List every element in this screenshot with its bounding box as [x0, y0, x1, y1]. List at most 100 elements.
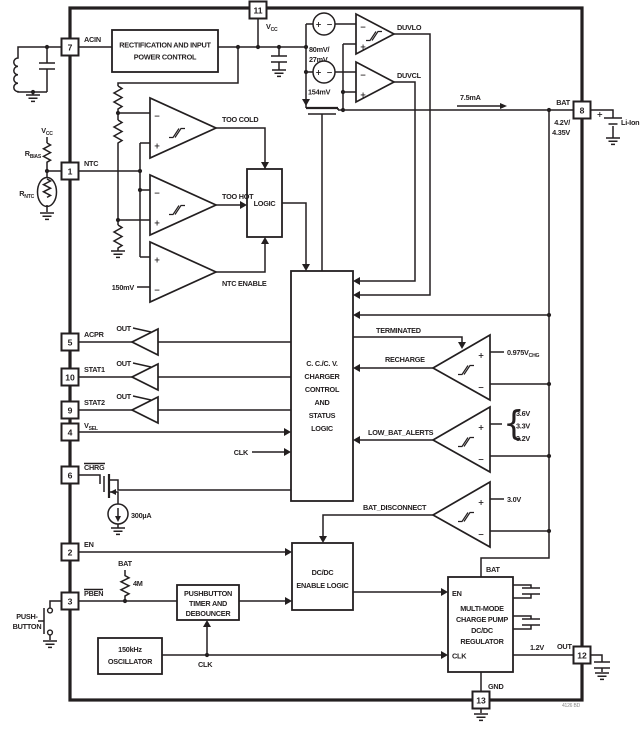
block-dcdc-line2: ENABLE LOGIC [296, 581, 349, 590]
resistor-rbias [41, 142, 53, 171]
ntc-enable-label: NTC ENABLE [222, 279, 267, 288]
low-bat-ref-33: 3.3V [516, 422, 530, 431]
pin-1-ntc: 1 NTC [60, 159, 99, 181]
wire-osc-clk [162, 624, 441, 656]
pin-6-chrg: 6 CHRG [60, 462, 105, 485]
comparator-recharge: + − 0.975VCHG [431, 333, 540, 402]
offset-source-duvcl: + − 154mV [308, 60, 336, 97]
clk-node-label: CLK [198, 660, 213, 669]
pin-5-label: ACPR [84, 330, 105, 339]
terminated-label: TERMINATED [376, 326, 421, 335]
block-rectification-line2: POWER CONTROL [134, 53, 197, 62]
wire-bat-plus-inputs [342, 43, 356, 110]
pin-7-acin: 7 ACIN [60, 35, 101, 57]
recharge-plus: + [478, 351, 484, 360]
block-cp-line4: REGULATOR [460, 637, 504, 646]
pin-4-vsel: 4 VSEL [60, 421, 98, 442]
block-ccv-line6: LOGIC [311, 424, 334, 433]
wire-divider-feed [117, 47, 239, 86]
duvlo-minus: − [360, 23, 366, 32]
ntc-enable-minus: − [154, 286, 160, 295]
pin-10-label: STAT1 [84, 365, 105, 374]
bat-disconnect-plus: + [478, 498, 484, 507]
duvcl-plus: + [360, 91, 366, 100]
buffer-stat1-out-label: OUT [116, 359, 131, 368]
pin-11-number: 11 [253, 6, 262, 16]
rbias-label: RBIAS [25, 149, 42, 160]
battery-plus: + [597, 110, 603, 119]
too-cold-label: TOO COLD [222, 115, 258, 124]
bat-voltage-line2: 4.35V [552, 128, 570, 137]
comparator-low-bat: + − { 3.6V 3.3V 3.2V [431, 404, 531, 474]
resistor-r3 [112, 224, 124, 251]
ntc-enable-plus: + [154, 256, 160, 265]
recharge-minus: − [478, 383, 484, 392]
wire-ntc-pin [46, 170, 62, 178]
pin-4-number: 4 [68, 428, 73, 438]
wire-terminated [353, 336, 463, 344]
pin-12-label: OUT [557, 642, 572, 651]
too-hot-minus: − [154, 189, 160, 198]
low-bat-ref-36: 3.6V [516, 409, 530, 418]
wire-cp-flycap2 [513, 615, 540, 630]
buffer-acpr: OUT [116, 324, 159, 357]
wire-coil [13, 46, 62, 93]
block-oscillator: 150kHz OSCILLATOR [97, 637, 163, 675]
block-ccv-line1: C. C./C. V. [306, 359, 338, 368]
block-cp-line1: MULTI-MODE [460, 604, 504, 613]
pin-1-number: 1 [68, 167, 73, 177]
resistor-rntc [41, 178, 53, 212]
buffer-stat1: OUT [116, 359, 159, 392]
pin-7-number: 7 [68, 43, 73, 53]
ntc-enable-ref-value: 150mV [112, 283, 135, 292]
resistor-r1 [112, 85, 124, 113]
pin-8-number: 8 [580, 106, 585, 116]
pin-1-label: NTC [84, 159, 99, 168]
pin-13-label: GND [488, 682, 503, 691]
charge-current-value: 7.5mA [460, 93, 482, 102]
bat-disconnect-minus: − [478, 530, 484, 539]
pushbutton-label-line2: BUTTON [13, 622, 42, 631]
block-dcdc-line1: DC/DC [312, 568, 335, 577]
diagram-reference: 4126 BD [562, 703, 581, 709]
switch-contact-bottom [46, 629, 54, 636]
pin-5-acpr: 5 ACPR [60, 330, 105, 352]
offset-source-duvlo: + − 80mV/ 27mV [309, 12, 336, 64]
pin-6-number: 6 [68, 471, 73, 481]
block-pbtimer-line1: PUSHBUTTON [184, 589, 232, 598]
pin-9-stat2: 9 STAT2 [60, 398, 105, 420]
buffer-stat2: OUT [116, 392, 159, 425]
pin-3-label: PBEN [84, 589, 103, 598]
threshold-brace: { [503, 404, 525, 444]
pin-11-vcc: 11 VCC [248, 0, 278, 33]
too-cold-plus: + [154, 142, 160, 151]
pin-9-label: STAT2 [84, 398, 105, 407]
wire-cp-flycap1 [513, 584, 540, 599]
pin-11-label: VCC [266, 22, 278, 33]
switch-contact-top [46, 607, 54, 614]
too-hot-label: TOO HOT [222, 192, 254, 201]
cp-output-voltage: 1.2V [530, 643, 544, 652]
block-dcdc-enable-logic: DC/DC ENABLE LOGIC [291, 542, 354, 611]
low-bat-plus: + [478, 423, 484, 432]
low-bat-ref-32: 3.2V [516, 434, 530, 443]
pin-10-number: 10 [65, 373, 75, 383]
source2-minus: − [326, 68, 332, 77]
thermistor-outline [36, 176, 58, 208]
block-logic: LOGIC [246, 168, 283, 238]
block-ccv-charger-control: C. C./C. V. CHARGER CONTROL AND STATUS L… [290, 270, 354, 502]
block-charge-pump: EN CLK MULTI-MODE CHARGE PUMP DC/DC REGU… [447, 576, 514, 673]
pin-10-stat1: 10 STAT1 [60, 365, 105, 387]
wire-duvcl-out [360, 81, 416, 282]
arrowheads [110, 99, 507, 659]
wire-bat-disconnect [322, 514, 433, 540]
block-rectification-line1: RECTIFICATION AND INPUT [119, 41, 211, 50]
comparator-too-hot: − + TOO HOT [149, 173, 254, 237]
duvlo-plus: + [360, 43, 366, 52]
wire-ntc-enable-out [216, 240, 266, 273]
nmos-drain [109, 479, 291, 491]
charge-pump-en-label: EN [452, 589, 462, 598]
bat-voltage-line1: 4.2V/ [554, 118, 570, 127]
block-ccv-line5: STATUS [309, 411, 336, 420]
wire-chrg-gate [78, 474, 101, 484]
